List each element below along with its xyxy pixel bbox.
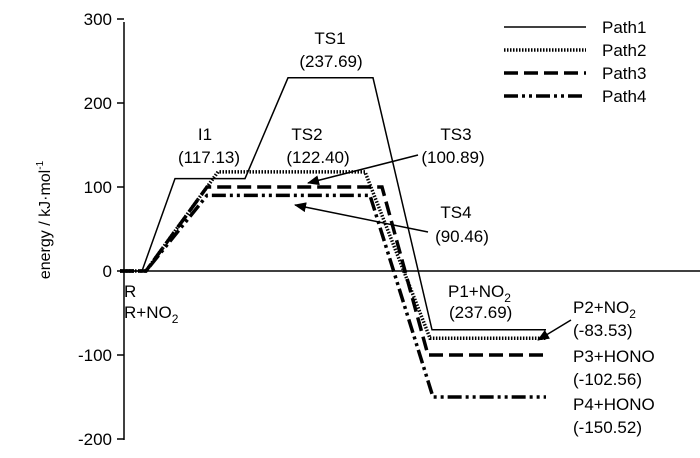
label-ts1: TS1: [314, 29, 345, 48]
label-p3-value: (-102.56): [573, 370, 642, 389]
y-axis-ticks: -200 -100 0 100 200 300: [78, 10, 124, 449]
label-p2-sub: 2: [629, 307, 636, 321]
y-axis-title-superscript: -1: [35, 160, 46, 169]
label-p1-main: P1+NO: [448, 282, 504, 301]
label-p4: P4+HONO: [573, 395, 655, 414]
label-ts1-value: (237.69): [299, 52, 362, 71]
label-ts2-value: (122.40): [286, 148, 349, 167]
p2-arrow: [537, 319, 572, 341]
label-r-no2-main: R+NO: [124, 303, 172, 322]
label-p1-value: (237.69): [449, 303, 512, 322]
y-tick-label: -100: [78, 346, 112, 365]
ts3-arrow: [307, 154, 419, 186]
label-ts4: TS4: [440, 203, 471, 222]
label-p1: P1+NO2: [448, 282, 511, 305]
y-tick-label: 0: [103, 262, 112, 281]
legend-label-path4: Path4: [602, 87, 646, 106]
series-line-path4: [120, 193, 546, 399]
y-tick-label: -200: [78, 430, 112, 449]
label-r-no2: R+NO2: [124, 303, 179, 326]
y-axis-title-main: energy / kJ·mol: [37, 170, 54, 279]
label-p2-main: P2+NO: [573, 298, 629, 317]
y-tick-label: 100: [84, 178, 112, 197]
label-p2-value: (-83.53): [573, 321, 633, 340]
label-p2: P2+NO2: [573, 298, 636, 321]
legend-label-path2: Path2: [602, 41, 646, 60]
y-tick-label: 300: [84, 10, 112, 29]
ts4-arrow: [294, 202, 429, 233]
y-tick-label: 200: [84, 94, 112, 113]
legend-label-path3: Path3: [602, 64, 646, 83]
label-ts4-value: (90.46): [435, 227, 489, 246]
label-ts3: TS3: [440, 125, 471, 144]
label-p4-value: (-150.52): [573, 418, 642, 437]
y-axis-title: energy / kJ·mol-1: [35, 160, 54, 279]
label-p3: P3+HONO: [573, 347, 655, 366]
series-line-path3: [120, 185, 546, 357]
label-r: R: [124, 282, 136, 301]
label-ts3-value: (100.89): [421, 148, 484, 167]
series-line-path1: [120, 77, 546, 331]
label-i1-value: (117.13): [178, 148, 240, 167]
series-group: [120, 77, 546, 399]
label-i1: I1: [198, 125, 212, 144]
label-p1-sub: 2: [504, 291, 511, 305]
label-ts2: TS2: [291, 125, 322, 144]
label-r-no2-sub: 2: [172, 312, 179, 326]
legend-label-path1: Path1: [602, 18, 646, 37]
